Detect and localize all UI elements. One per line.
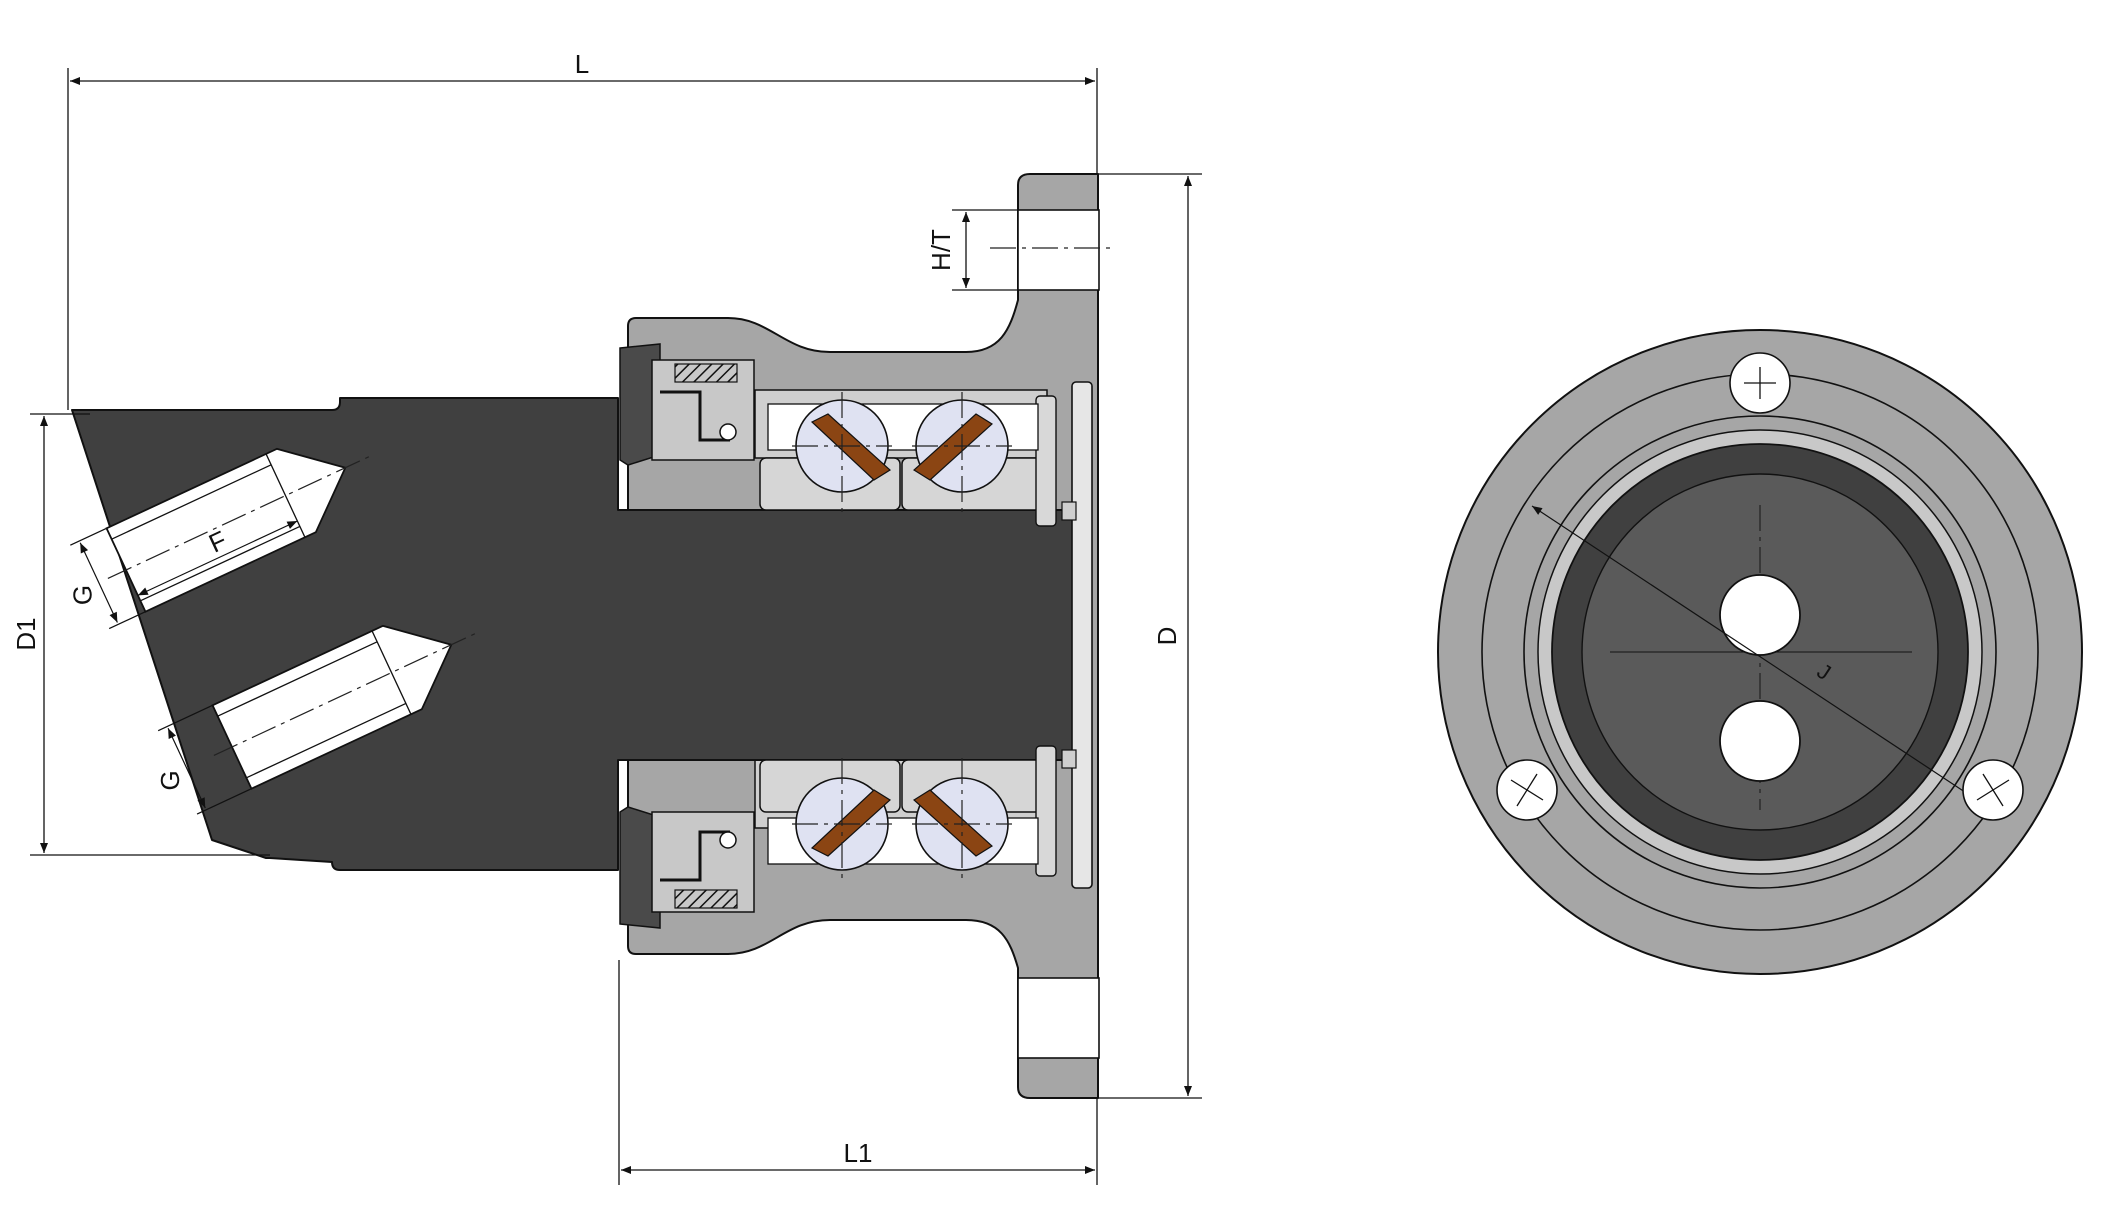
- crosshair-icon: [1976, 773, 2010, 807]
- bore-upper: [1719, 574, 1801, 656]
- dimension-label-D1: D1: [11, 617, 41, 650]
- retaining-ring-top: [1035, 395, 1057, 527]
- threaded-stud-lower: [211, 624, 477, 790]
- dimension-label-G-upper: G: [67, 585, 97, 605]
- bore-lower: [1719, 700, 1801, 782]
- flange-hole-bottom: [1017, 977, 1100, 1059]
- crosshair-icon: [1744, 367, 1776, 399]
- end-cap-lip-bottom: [1061, 749, 1077, 769]
- dimension-D: D: [1098, 173, 1202, 1099]
- bolt-hole-top: [1729, 352, 1791, 414]
- dimension-L: L: [67, 49, 1098, 410]
- bearing-ball-top-left: [792, 392, 892, 512]
- seal-bottom: [619, 806, 755, 929]
- dimension-G-upper: G: [67, 527, 146, 630]
- dimension-label-L1: L1: [844, 1138, 873, 1168]
- bolt-hole-right: [1962, 759, 2024, 821]
- dimension-G-lower: G: [155, 704, 252, 815]
- section-view: L L1 D D1 H/T: [11, 49, 1202, 1185]
- dimension-D1: D1: [11, 413, 270, 856]
- bearing-ball-top-right: [912, 392, 1012, 512]
- bearing-ball-bottom-right: [912, 758, 1012, 878]
- dimension-label-D: D: [1152, 627, 1182, 646]
- dimension-label-L: L: [575, 49, 589, 79]
- dimension-label-HT: H/T: [926, 229, 956, 271]
- seal-top: [619, 343, 755, 466]
- bearing-ball-bottom-left: [792, 758, 892, 878]
- dimension-L1: L1: [618, 960, 1098, 1185]
- end-cap: [1071, 381, 1093, 889]
- retaining-ring-bottom: [1035, 745, 1057, 877]
- end-cap-lip-top: [1061, 501, 1077, 521]
- bolt-hole-left: [1496, 759, 1558, 821]
- flange-hole-top: [1017, 209, 1100, 291]
- front-view: J: [1437, 329, 2083, 975]
- dimension-HT: H/T: [926, 209, 1018, 291]
- crosshair-icon: [1510, 773, 1544, 807]
- dimension-label-G-lower: G: [155, 770, 185, 790]
